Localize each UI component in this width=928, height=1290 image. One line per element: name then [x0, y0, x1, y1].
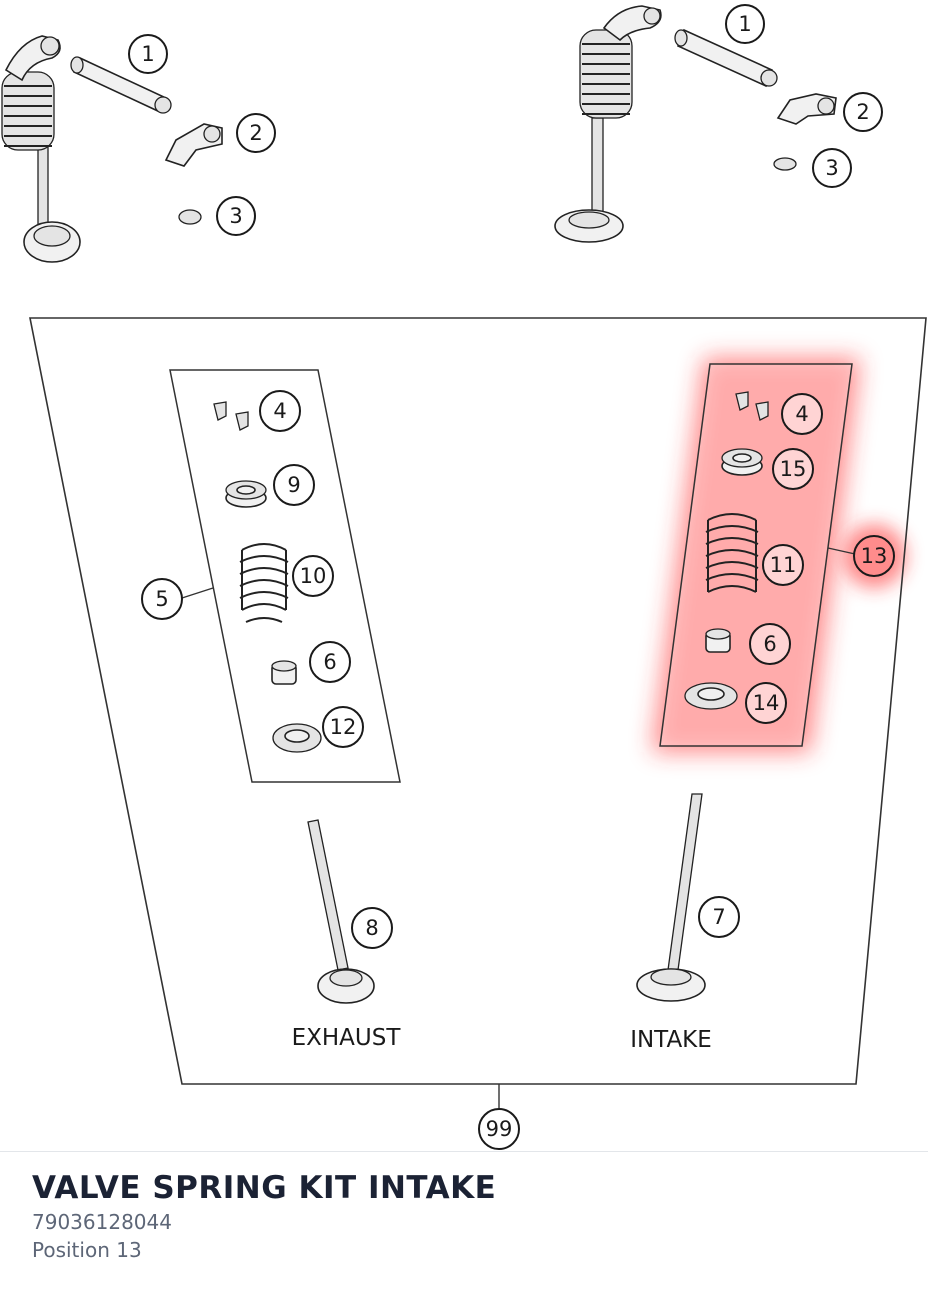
part-info: VALVE SPRING KIT INTAKE 79036128044 Posi… — [32, 1168, 912, 1264]
callout-number: 15 — [780, 457, 807, 481]
rocker-arm-icon — [776, 93, 837, 125]
spring-retainer-icon — [721, 448, 763, 476]
valve-stem-seal-icon — [705, 628, 731, 653]
callout-number: 1 — [141, 42, 154, 66]
rocker-shaft-icon — [674, 28, 778, 88]
spring-seat-icon — [272, 723, 322, 753]
callout-number: 99 — [486, 1117, 513, 1141]
callout-number: 6 — [323, 650, 336, 674]
callout-number: 6 — [763, 632, 776, 656]
callout-5[interactable]: 5 — [141, 578, 183, 620]
shim-icon — [773, 157, 797, 171]
valve-keeper-icon — [735, 391, 769, 421]
callout-4[interactable]: 4 — [259, 390, 301, 432]
callout-2[interactable]: 2 — [236, 113, 276, 153]
callout-number: 4 — [795, 402, 808, 426]
intake-valve: 7 INTAKE — [630, 793, 740, 1053]
callout-13[interactable]: 13 — [853, 535, 895, 577]
callout-1[interactable]: 1 — [725, 4, 765, 44]
callout-number: 1 — [738, 12, 751, 36]
exhaust-spring-kit: 5 4 9 10 — [141, 369, 401, 783]
valve-keeper-icon — [213, 401, 249, 431]
callout-3[interactable]: 3 — [216, 196, 256, 236]
callout-9[interactable]: 9 — [273, 464, 315, 506]
footer-divider — [0, 1151, 928, 1152]
top-left-assembly: 1 2 3 — [1, 34, 276, 263]
spring-retainer-icon — [225, 480, 267, 508]
callout-number: 9 — [287, 473, 300, 497]
callout-11[interactable]: 11 — [762, 544, 804, 586]
callout-number: 7 — [712, 905, 725, 929]
callout-number: 14 — [753, 691, 780, 715]
rocker-arm-icon — [4, 35, 61, 82]
callout-number: 2 — [249, 121, 262, 145]
part-position: Position 13 — [32, 1238, 142, 1262]
top-right-assembly: 1 2 3 — [554, 4, 883, 243]
intake-spring-kit[interactable]: 13 4 15 11 — [659, 363, 895, 747]
callout-15[interactable]: 15 — [772, 448, 814, 490]
valve-stem-seal-icon — [271, 660, 297, 685]
spring-seat-icon — [684, 682, 738, 710]
callout-number: 4 — [273, 399, 286, 423]
shim-icon — [178, 209, 202, 225]
part-title: VALVE SPRING KIT INTAKE — [32, 1170, 497, 1206]
callout-number: 3 — [825, 156, 838, 180]
callout-2[interactable]: 2 — [843, 92, 883, 132]
spring-icon — [1, 71, 55, 151]
exhaust-label: EXHAUST — [292, 1025, 402, 1051]
callout-number: 3 — [229, 204, 242, 228]
callout-4[interactable]: 4 — [781, 393, 823, 435]
callout-99[interactable]: 99 — [478, 1108, 520, 1150]
callout-8[interactable]: 8 — [351, 907, 393, 949]
rocker-arm-icon — [164, 123, 223, 167]
intake-label: INTAKE — [630, 1027, 712, 1053]
spring-icon — [579, 29, 633, 119]
callout-1[interactable]: 1 — [128, 34, 168, 74]
callout-6[interactable]: 6 — [309, 641, 351, 683]
callout-10[interactable]: 10 — [292, 555, 334, 597]
callout-number: 13 — [861, 544, 888, 568]
callout-number: 10 — [300, 564, 327, 588]
callout-7[interactable]: 7 — [698, 896, 740, 938]
kit-frame — [29, 317, 927, 1085]
callout-6[interactable]: 6 — [749, 623, 791, 665]
rocker-shaft-icon — [70, 56, 172, 114]
callout-number: 11 — [770, 553, 797, 577]
valve-spring-icon — [705, 513, 759, 593]
callout-number: 8 — [365, 916, 378, 940]
exploded-parts-diagram: 1 2 3 — [1, 4, 927, 1150]
callout-number: 12 — [330, 715, 357, 739]
callout-3[interactable]: 3 — [812, 148, 852, 188]
callout-12[interactable]: 12 — [322, 706, 364, 748]
rocker-arm-icon — [602, 5, 662, 42]
callout-14[interactable]: 14 — [745, 682, 787, 724]
callout-number: 5 — [155, 587, 168, 611]
exhaust-valve: 8 EXHAUST — [292, 819, 402, 1051]
callout-number: 2 — [856, 100, 869, 124]
valve-spring-icon — [239, 543, 289, 623]
part-number: 79036128044 — [32, 1210, 172, 1234]
